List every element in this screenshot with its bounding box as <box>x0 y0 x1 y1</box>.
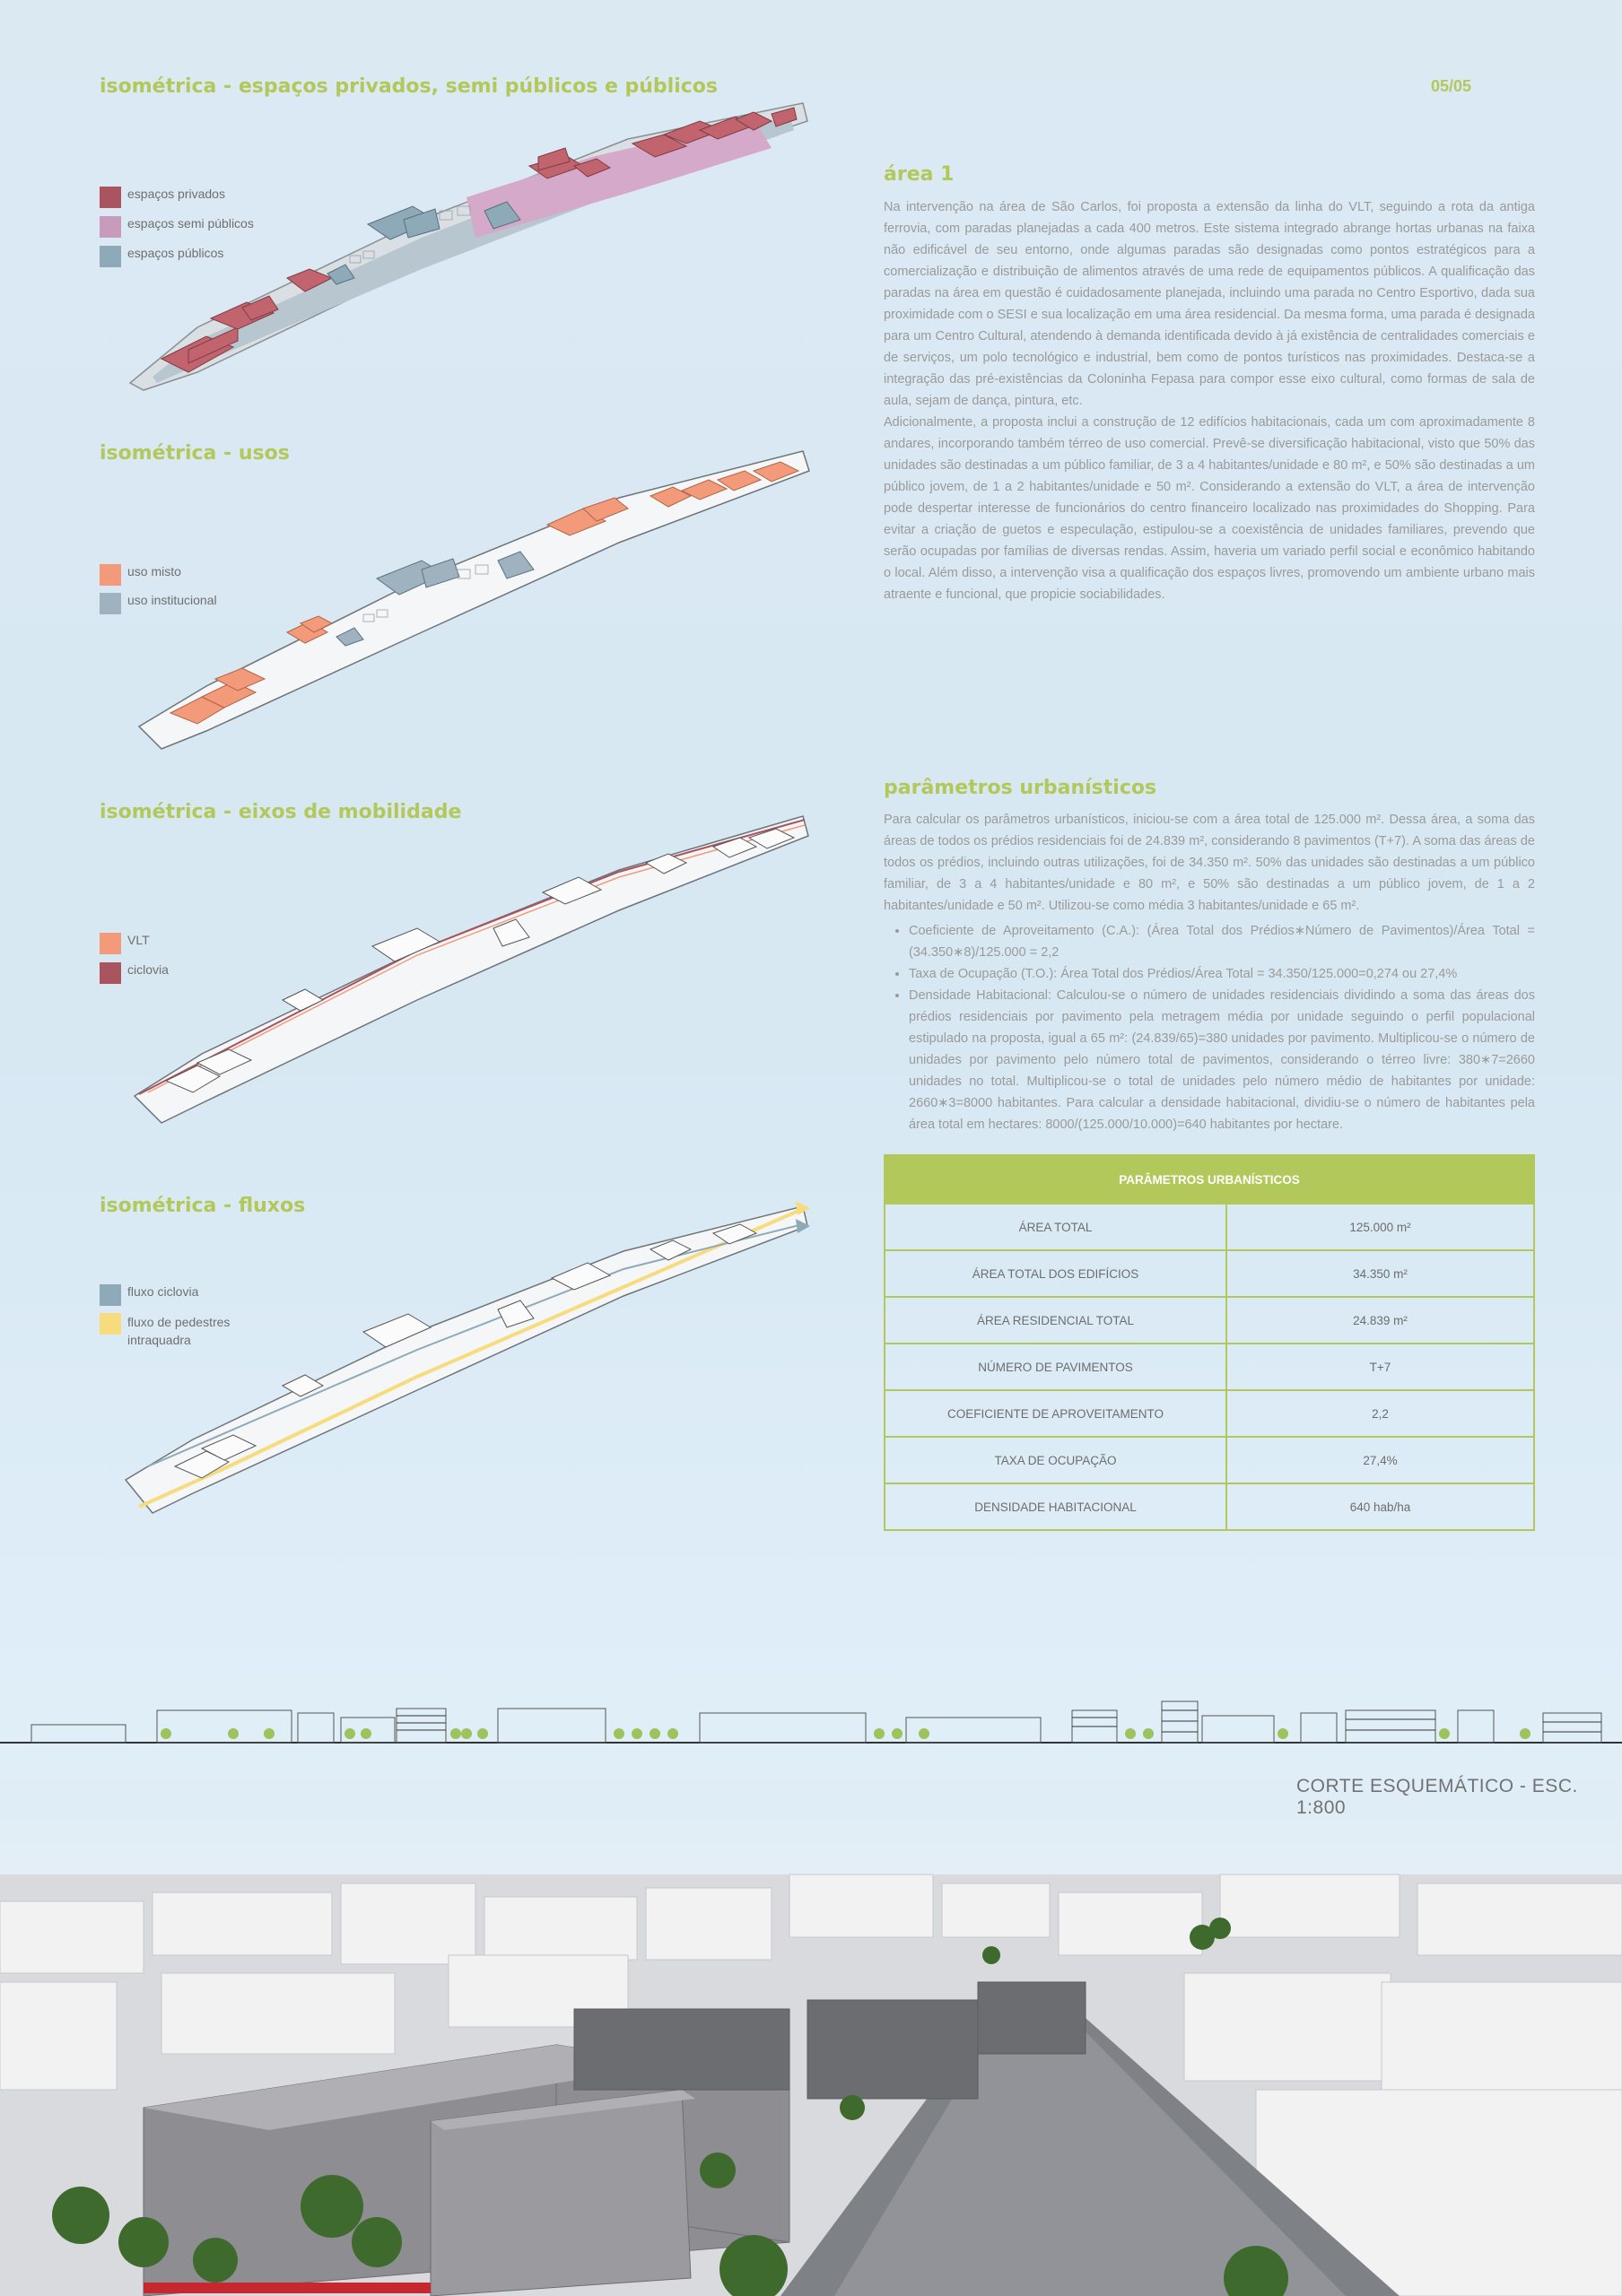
legend-private: espaços privados <box>100 187 225 208</box>
page-number: 05/05 <box>1431 77 1472 95</box>
area1-title: área 1 <box>884 163 955 186</box>
legend-pedestrian-flow-label: fluxo de pedestres intraquadra <box>127 1315 231 1347</box>
legend-semi-swatch <box>100 216 121 238</box>
isometric-uses-drawing <box>137 450 810 750</box>
schematic-section-drawing <box>0 1700 1622 1744</box>
iso-title-flows: isométrica - fluxos <box>100 1195 306 1217</box>
legend-semi-label: espaços semi públicos <box>127 216 254 230</box>
params-bullet-ca: Coeficiente de Aproveitamento (C.A.): (Á… <box>909 920 1535 963</box>
table-cell-value: 640 hab/ha <box>1225 1483 1535 1531</box>
legend-vlt-label: VLT <box>127 933 150 947</box>
iso-title-mobility: isométrica - eixos de mobilidade <box>100 801 462 823</box>
table-cell-label: COEFICIENTE DE APROVEITAMENTO <box>884 1389 1227 1438</box>
aerial-render <box>0 1821 1622 2296</box>
legend-mixed-label: uso misto <box>127 564 181 578</box>
params-list: Coeficiente de Aproveitamento (C.A.): (Á… <box>884 920 1535 1135</box>
legend-institutional-swatch <box>100 593 121 614</box>
table-cell-value: 24.839 m² <box>1225 1296 1535 1344</box>
table-cell-value: 2,2 <box>1225 1389 1535 1438</box>
legend-institutional-label: uso institucional <box>127 593 217 607</box>
legend-vlt-swatch <box>100 933 121 954</box>
table-cell-label: TAXA DE OCUPAÇÃO <box>884 1436 1227 1484</box>
table-cell-label: DENSIDADE HABITACIONAL <box>884 1483 1227 1531</box>
table-cell-value: 27,4% <box>1225 1436 1535 1484</box>
params-text: Para calcular os parâmetros urbanísticos… <box>884 809 1535 1135</box>
legend-pedestrian-flow: fluxo de pedestres intraquadra <box>100 1313 243 1349</box>
isometric-mobility-drawing <box>133 815 809 1124</box>
table-cell-value: 125.000 m² <box>1225 1203 1535 1251</box>
legend-semi: espaços semi públicos <box>100 216 254 238</box>
params-title: parâmetros urbanísticos <box>884 777 1157 799</box>
legend-public-swatch <box>100 246 121 267</box>
params-table-header-row: PARÂMETROS URBANÍSTICOS <box>884 1154 1535 1205</box>
iso-title-uses: isométrica - usos <box>100 442 290 465</box>
params-bullet-density: Densidade Habitacional: Calculou-se o nú… <box>909 985 1535 1135</box>
table-cell-label: NÚMERO DE PAVIMENTOS <box>884 1343 1227 1391</box>
legend-bikeway-swatch <box>100 962 121 984</box>
legend-mixed-use: uso misto <box>100 564 181 586</box>
legend-bikeway-label: ciclovia <box>127 962 169 977</box>
table-cell-value: 34.350 m² <box>1225 1249 1535 1298</box>
params-table-header: PARÂMETROS URBANÍSTICOS <box>884 1154 1535 1205</box>
legend-public-label: espaços públicos <box>127 246 224 260</box>
params-intro: Para calcular os parâmetros urbanísticos… <box>884 813 1535 913</box>
legend-vlt: VLT <box>100 933 150 954</box>
legend-bike-flow: fluxo ciclovia <box>100 1284 198 1306</box>
legend-mixed-swatch <box>100 564 121 586</box>
legend-public: espaços públicos <box>100 246 223 267</box>
table-cell-label: ÁREA TOTAL <box>884 1203 1227 1251</box>
legend-private-label: espaços privados <box>127 187 225 201</box>
area1-text: Na intervenção na área de São Carlos, fo… <box>884 196 1535 605</box>
isometric-flows-drawing <box>124 1201 810 1514</box>
table-cell-label: ÁREA TOTAL DOS EDIFÍCIOS <box>884 1249 1227 1298</box>
table-cell-label: ÁREA RESIDENCIAL TOTAL <box>884 1296 1227 1344</box>
legend-bikeway: ciclovia <box>100 962 169 984</box>
area1-paragraph-1: Na intervenção na área de São Carlos, fo… <box>884 200 1535 408</box>
legend-bike-flow-swatch <box>100 1284 121 1306</box>
legend-pedestrian-flow-swatch <box>100 1313 121 1335</box>
table-cell-value: T+7 <box>1225 1343 1535 1391</box>
area1-paragraph-2: Adicionalmente, a proposta inclui a cons… <box>884 415 1535 602</box>
legend-bike-flow-label: fluxo ciclovia <box>127 1284 199 1299</box>
section-label: CORTE ESQUEMÁTICO - ESC. 1:800 <box>1296 1776 1578 1818</box>
iso-title-spaces: isométrica - espaços privados, semi públ… <box>100 75 719 98</box>
legend-private-swatch <box>100 187 121 208</box>
params-bullet-to: Taxa de Ocupação (T.O.): Área Total dos … <box>909 963 1535 985</box>
legend-institutional: uso institucional <box>100 593 217 614</box>
isometric-spaces-drawing <box>128 102 808 391</box>
